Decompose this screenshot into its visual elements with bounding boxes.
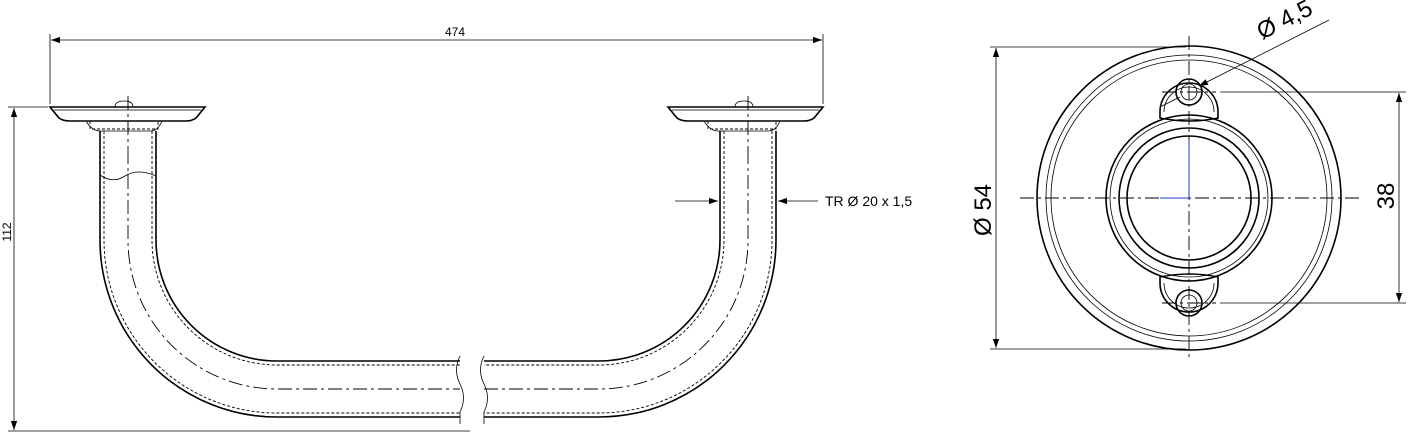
width-dimension: 474 [49, 25, 824, 104]
width-dimension-label: 474 [445, 25, 465, 39]
flange-diameter-label: Ø 54 [970, 184, 997, 236]
hole-spacing-dimension: 38 [1220, 91, 1406, 304]
tube-spec-label: TR Ø 20 x 1,5 [825, 193, 912, 209]
left-flange [48, 100, 207, 132]
tube-body [99, 96, 777, 424]
flange-diameter-dimension: Ø 54 [970, 46, 1186, 350]
hole-diameter-label: Ø 4,5 [1252, 0, 1317, 45]
hole-spacing-label: 38 [1373, 183, 1400, 210]
front-view: Ø 54 38 Ø 4,5 [970, 0, 1406, 360]
right-flange [666, 100, 825, 132]
hole-diameter-dimension: Ø 4,5 [1159, 0, 1330, 108]
side-view: 474 112 TR Ø 20 x 1,5 [0, 25, 912, 432]
height-dimension: 112 [0, 106, 470, 432]
tube-diameter-dimension: TR Ø 20 x 1,5 [675, 193, 912, 209]
height-dimension-label: 112 [0, 222, 14, 241]
